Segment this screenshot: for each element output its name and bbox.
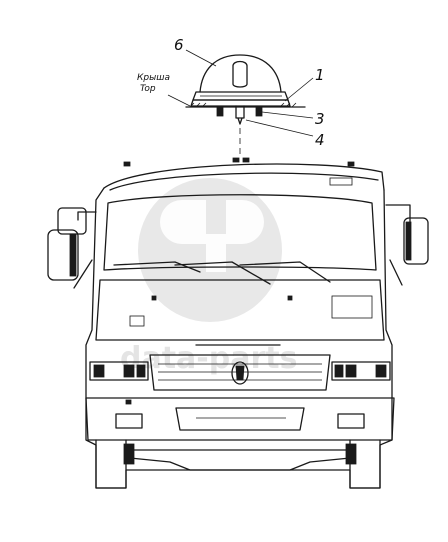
windshield [103, 194, 377, 271]
roof-marker-2 [232, 157, 240, 163]
watermark-text: data-parts [120, 341, 297, 376]
truck-front-view [85, 157, 395, 489]
roof-label-ru: Крыша [137, 73, 170, 83]
mirror-left-main [47, 229, 79, 281]
callout-4: 4 [315, 131, 325, 149]
wiper-right [239, 261, 331, 283]
panel-slot-left [129, 315, 145, 327]
mirror-right-main [403, 217, 429, 265]
headlight-right-lamp-2 [345, 364, 357, 378]
mirror-right [385, 204, 429, 286]
roof-marker-3 [242, 157, 250, 163]
headlight-left-lamp-2 [123, 364, 135, 378]
roof-label-en: Top [140, 84, 156, 94]
stud-left [216, 105, 224, 117]
leader-lines [167, 49, 314, 137]
headlight-right-housing [331, 361, 391, 381]
front-axle [129, 457, 351, 471]
roof-marker-4 [347, 161, 355, 167]
beacon-lens-slot [232, 60, 248, 88]
mirror-left-strut [73, 259, 93, 289]
panel-mark-2 [287, 295, 293, 301]
cab-front-panel [95, 279, 385, 341]
mirror-right-arm [385, 204, 411, 223]
leader-3 [261, 111, 314, 119]
leader-1 [284, 77, 314, 102]
leader-roof [167, 94, 191, 107]
wheel-left [95, 439, 127, 489]
watermark-logo [160, 200, 264, 272]
headlight-right-lamp-3 [375, 364, 387, 378]
cab-roof [103, 163, 385, 191]
bumper-mark-left [125, 399, 132, 405]
headlight-left [89, 361, 149, 381]
headlight-left-lamp-3 [136, 364, 146, 378]
headlight-right [331, 361, 391, 381]
headlight-left-lamp-1 [93, 364, 105, 378]
headlight-left-housing [89, 361, 149, 381]
grille [149, 354, 331, 391]
callout-3: 3 [315, 110, 325, 128]
wheel-right [349, 439, 381, 489]
callout-6: 6 [174, 36, 184, 54]
mirror-left-shade [69, 233, 77, 277]
roof-badge [329, 177, 353, 186]
center-fitting [235, 105, 245, 119]
emblem-horse [235, 365, 245, 381]
foglight-left [115, 413, 143, 429]
axle-hub-left [123, 443, 135, 465]
panel-hatch-right [331, 295, 373, 319]
mirror-left [47, 207, 97, 289]
emblem [231, 361, 249, 385]
mirror-right-shade [405, 221, 412, 261]
mirror-left-arm [77, 211, 97, 221]
emblem-frame [231, 361, 249, 385]
beacon-dome [199, 54, 282, 93]
center-fitting-tip [237, 117, 243, 125]
cab-roof-inner [109, 172, 379, 191]
mirror-right-strut [389, 259, 403, 286]
bumper-center-recess [175, 407, 305, 431]
roof-marker-1 [123, 161, 131, 167]
wiper-center [174, 261, 271, 285]
beacon-gasket [190, 99, 291, 107]
watermark: data-parts [120, 178, 297, 376]
callout-1: 1 [315, 66, 325, 84]
leader-4 [245, 119, 314, 137]
wiper-left [113, 261, 201, 273]
beacon-detail [185, 54, 306, 158]
axle-hub-right [345, 443, 357, 465]
headlight-right-lamp-1 [334, 364, 344, 378]
leader-6 [185, 49, 217, 67]
bumper [85, 397, 395, 441]
panel-mark-1 [151, 295, 157, 301]
stud-right [255, 105, 263, 117]
foglight-right [337, 413, 365, 429]
